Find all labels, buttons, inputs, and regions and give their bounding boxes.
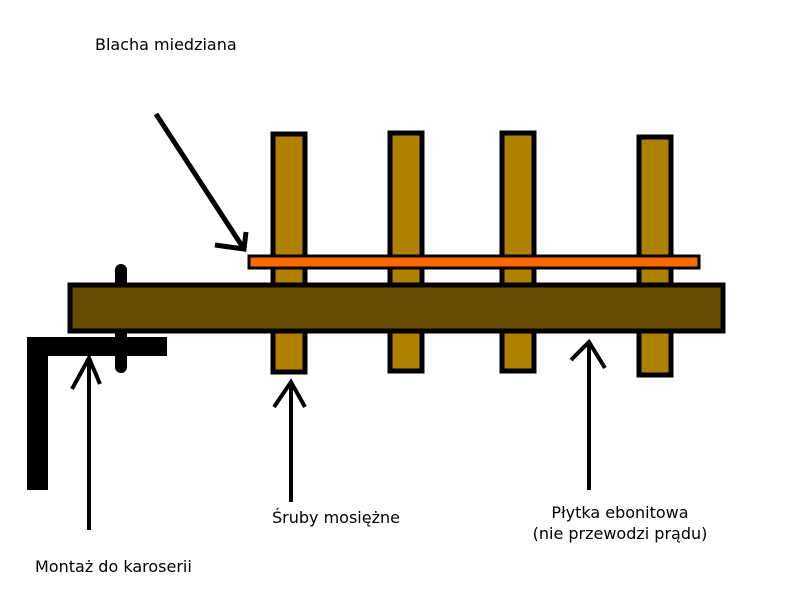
label-ebonite-plate-line2: (nie przewodzi prądu) — [532, 524, 708, 543]
brass-screw-3 — [499, 130, 537, 374]
copper-sheet — [247, 254, 701, 270]
arrow-copper-sheet — [153, 112, 249, 252]
label-body-mount: Montaż do karoserii — [35, 557, 192, 576]
arrow-brass-screws — [272, 378, 307, 502]
label-ebonite-plate: Płytka ebonitowa (nie przewodzi prądu) — [510, 502, 730, 544]
label-ebonite-plate-line1: Płytka ebonitowa — [551, 503, 689, 522]
brass-screw-1 — [270, 131, 308, 375]
brass-screw-2 — [387, 130, 425, 374]
arrow-ebonite-plate — [569, 338, 607, 490]
label-brass-screws: Śruby mosiężne — [272, 508, 400, 527]
arrow-body-mount — [70, 353, 102, 530]
label-copper-sheet: Blacha miedziana — [95, 35, 237, 54]
ebonite-plate — [67, 282, 726, 334]
body-mount-bracket — [27, 337, 167, 490]
